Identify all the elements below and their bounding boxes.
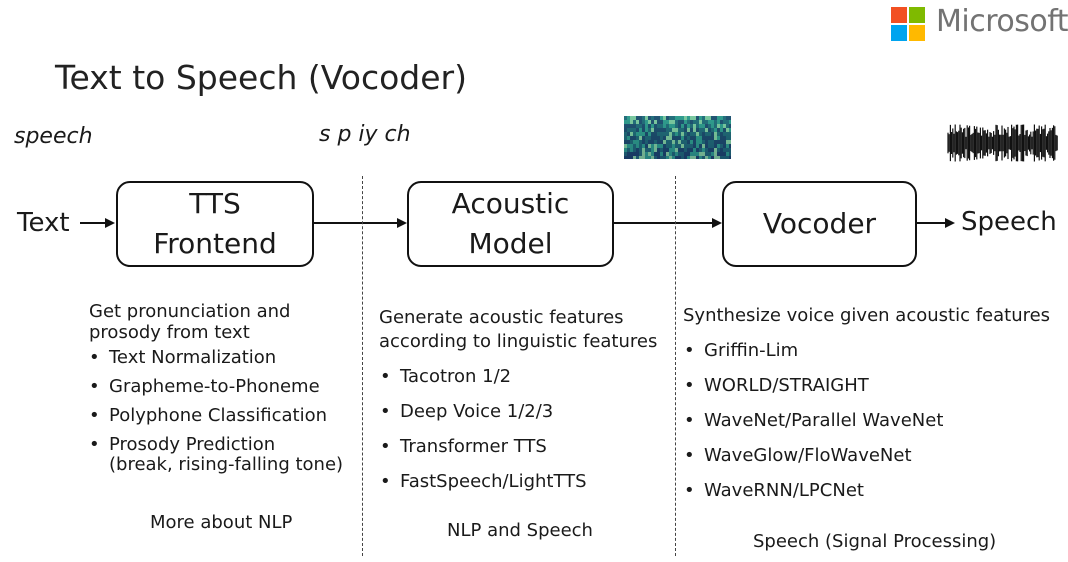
- box-line: Vocoder: [762, 207, 877, 240]
- list-item: Grapheme-to-Phoneme: [89, 377, 354, 398]
- list-item: WORLD/STRAIGHT: [684, 376, 1044, 397]
- acoustic-model-box: Acoustic Model: [407, 181, 614, 267]
- acoustic-description: Generate acoustic features according to …: [379, 307, 658, 352]
- output-label: Speech: [961, 207, 1057, 237]
- list-item: Tacotron 1/2: [380, 367, 660, 388]
- logo-square-blue: [891, 25, 907, 41]
- phoneme-label: s p iy ch: [319, 122, 411, 147]
- frontend-description: Get pronunciation and prosody from text: [89, 301, 291, 343]
- logo-square-green: [909, 7, 925, 23]
- separator-1: [362, 176, 363, 556]
- vocoder-description: Synthesize voice given acoustic features: [683, 305, 1051, 326]
- box-line: Acoustic: [451, 187, 570, 220]
- input-label: Text: [17, 208, 70, 238]
- logo-wordmark: Microsoft: [936, 4, 1068, 39]
- acoustic-bullet-list: Tacotron 1/2 Deep Voice 1/2/3 Transforme…: [380, 367, 660, 493]
- list-item: WaveNet/Parallel WaveNet: [684, 411, 1044, 432]
- list-item: Griffin-Lim: [684, 341, 1044, 362]
- list-item: Prosody Prediction (break, rising-fallin…: [89, 435, 344, 475]
- separator-2: [675, 176, 676, 556]
- frontend-bullet-list: Text Normalization Grapheme-to-Phoneme P…: [89, 348, 354, 475]
- list-item: Text Normalization: [89, 348, 354, 369]
- frontend-footer: More about NLP: [150, 512, 293, 533]
- list-item: FastSpeech/LightTTS: [380, 472, 660, 493]
- box-line: Frontend: [153, 227, 277, 260]
- spectrogram-image: [624, 116, 731, 159]
- vocoder-box: Vocoder: [722, 181, 917, 267]
- vocoder-footer: Speech (Signal Processing): [753, 531, 997, 552]
- text-example-label: speech: [14, 124, 93, 149]
- logo-square-red: [891, 7, 907, 23]
- vocoder-bullet-list: Griffin-Lim WORLD/STRAIGHT WaveNet/Paral…: [684, 341, 1044, 502]
- list-item: Transformer TTS: [380, 437, 660, 458]
- box-line: TTS: [189, 187, 241, 220]
- list-item: Polyphone Classification: [89, 406, 354, 427]
- microsoft-logo: Microsoft: [891, 4, 1068, 44]
- box-line: Model: [468, 227, 553, 260]
- tts-frontend-box: TTS Frontend: [116, 181, 314, 267]
- waveform-image: [947, 124, 1058, 162]
- logo-square-yellow: [909, 25, 925, 41]
- list-item: Deep Voice 1/2/3: [380, 402, 660, 423]
- acoustic-footer: NLP and Speech: [447, 520, 593, 541]
- list-item: WaveGlow/FloWaveNet: [684, 446, 1044, 467]
- slide-title: Text to Speech (Vocoder): [55, 58, 468, 97]
- list-item: WaveRNN/LPCNet: [684, 481, 1044, 502]
